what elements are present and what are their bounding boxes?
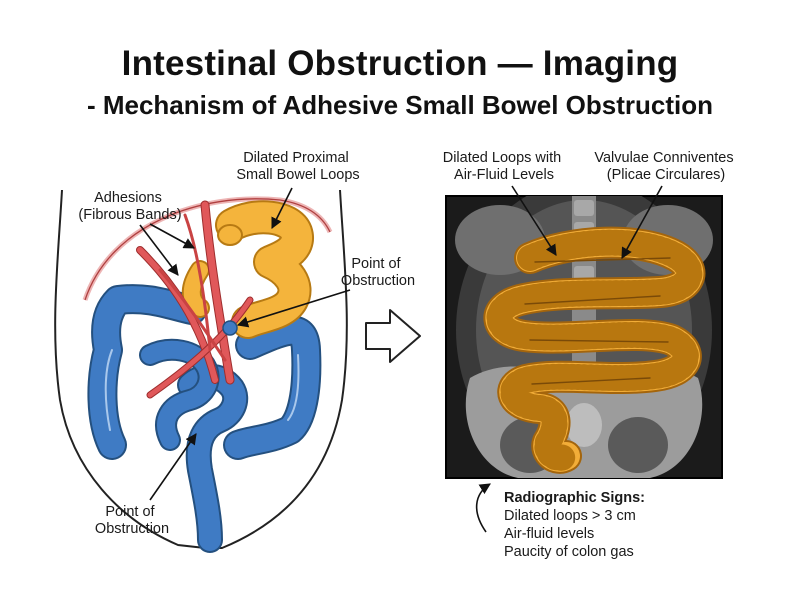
transition-arrow [365,309,421,363]
body-outline [54,189,348,549]
obstruction-site [222,320,238,336]
colon [87,284,322,553]
arrow-point-obstruction-bottom [149,433,197,501]
signs-arrow [475,483,491,533]
arrow-dilated-loops [511,185,557,256]
label-valvulae: Valvulae Conniventes (Plicae Circulares) [594,150,737,183]
label-dilated-proximal: Dilated Proximal Small Bowel Loops [236,150,359,183]
label-point-obstruction-bottom: Point of Obstruction [95,504,169,537]
radiographic-signs: Radiographic Signs: Dilated loops > 3 cm… [504,489,649,560]
arrow-adhesions-2 [149,223,195,249]
arrow-dilated-proximal [271,187,293,230]
label-dilated-loops: Dilated Loops with Air-Fluid Levels [443,150,566,183]
adhesion-bands [136,200,254,399]
abdomen-illustration [54,189,348,553]
arrow-valvulae [621,185,663,259]
label-point-obstruction-right: Point of Obstruction [341,256,415,289]
page-title: Intestinal Obstruction — Imaging [121,44,679,83]
label-adhesions: Adhesions (Fibrous Bands) [78,190,181,223]
xray-image [445,195,723,479]
page-subtitle: - Mechanism of Adhesive Small Bowel Obst… [86,90,714,120]
arrow-point-obstruction-right [236,289,351,328]
arrow-adhesions-1 [139,224,179,276]
